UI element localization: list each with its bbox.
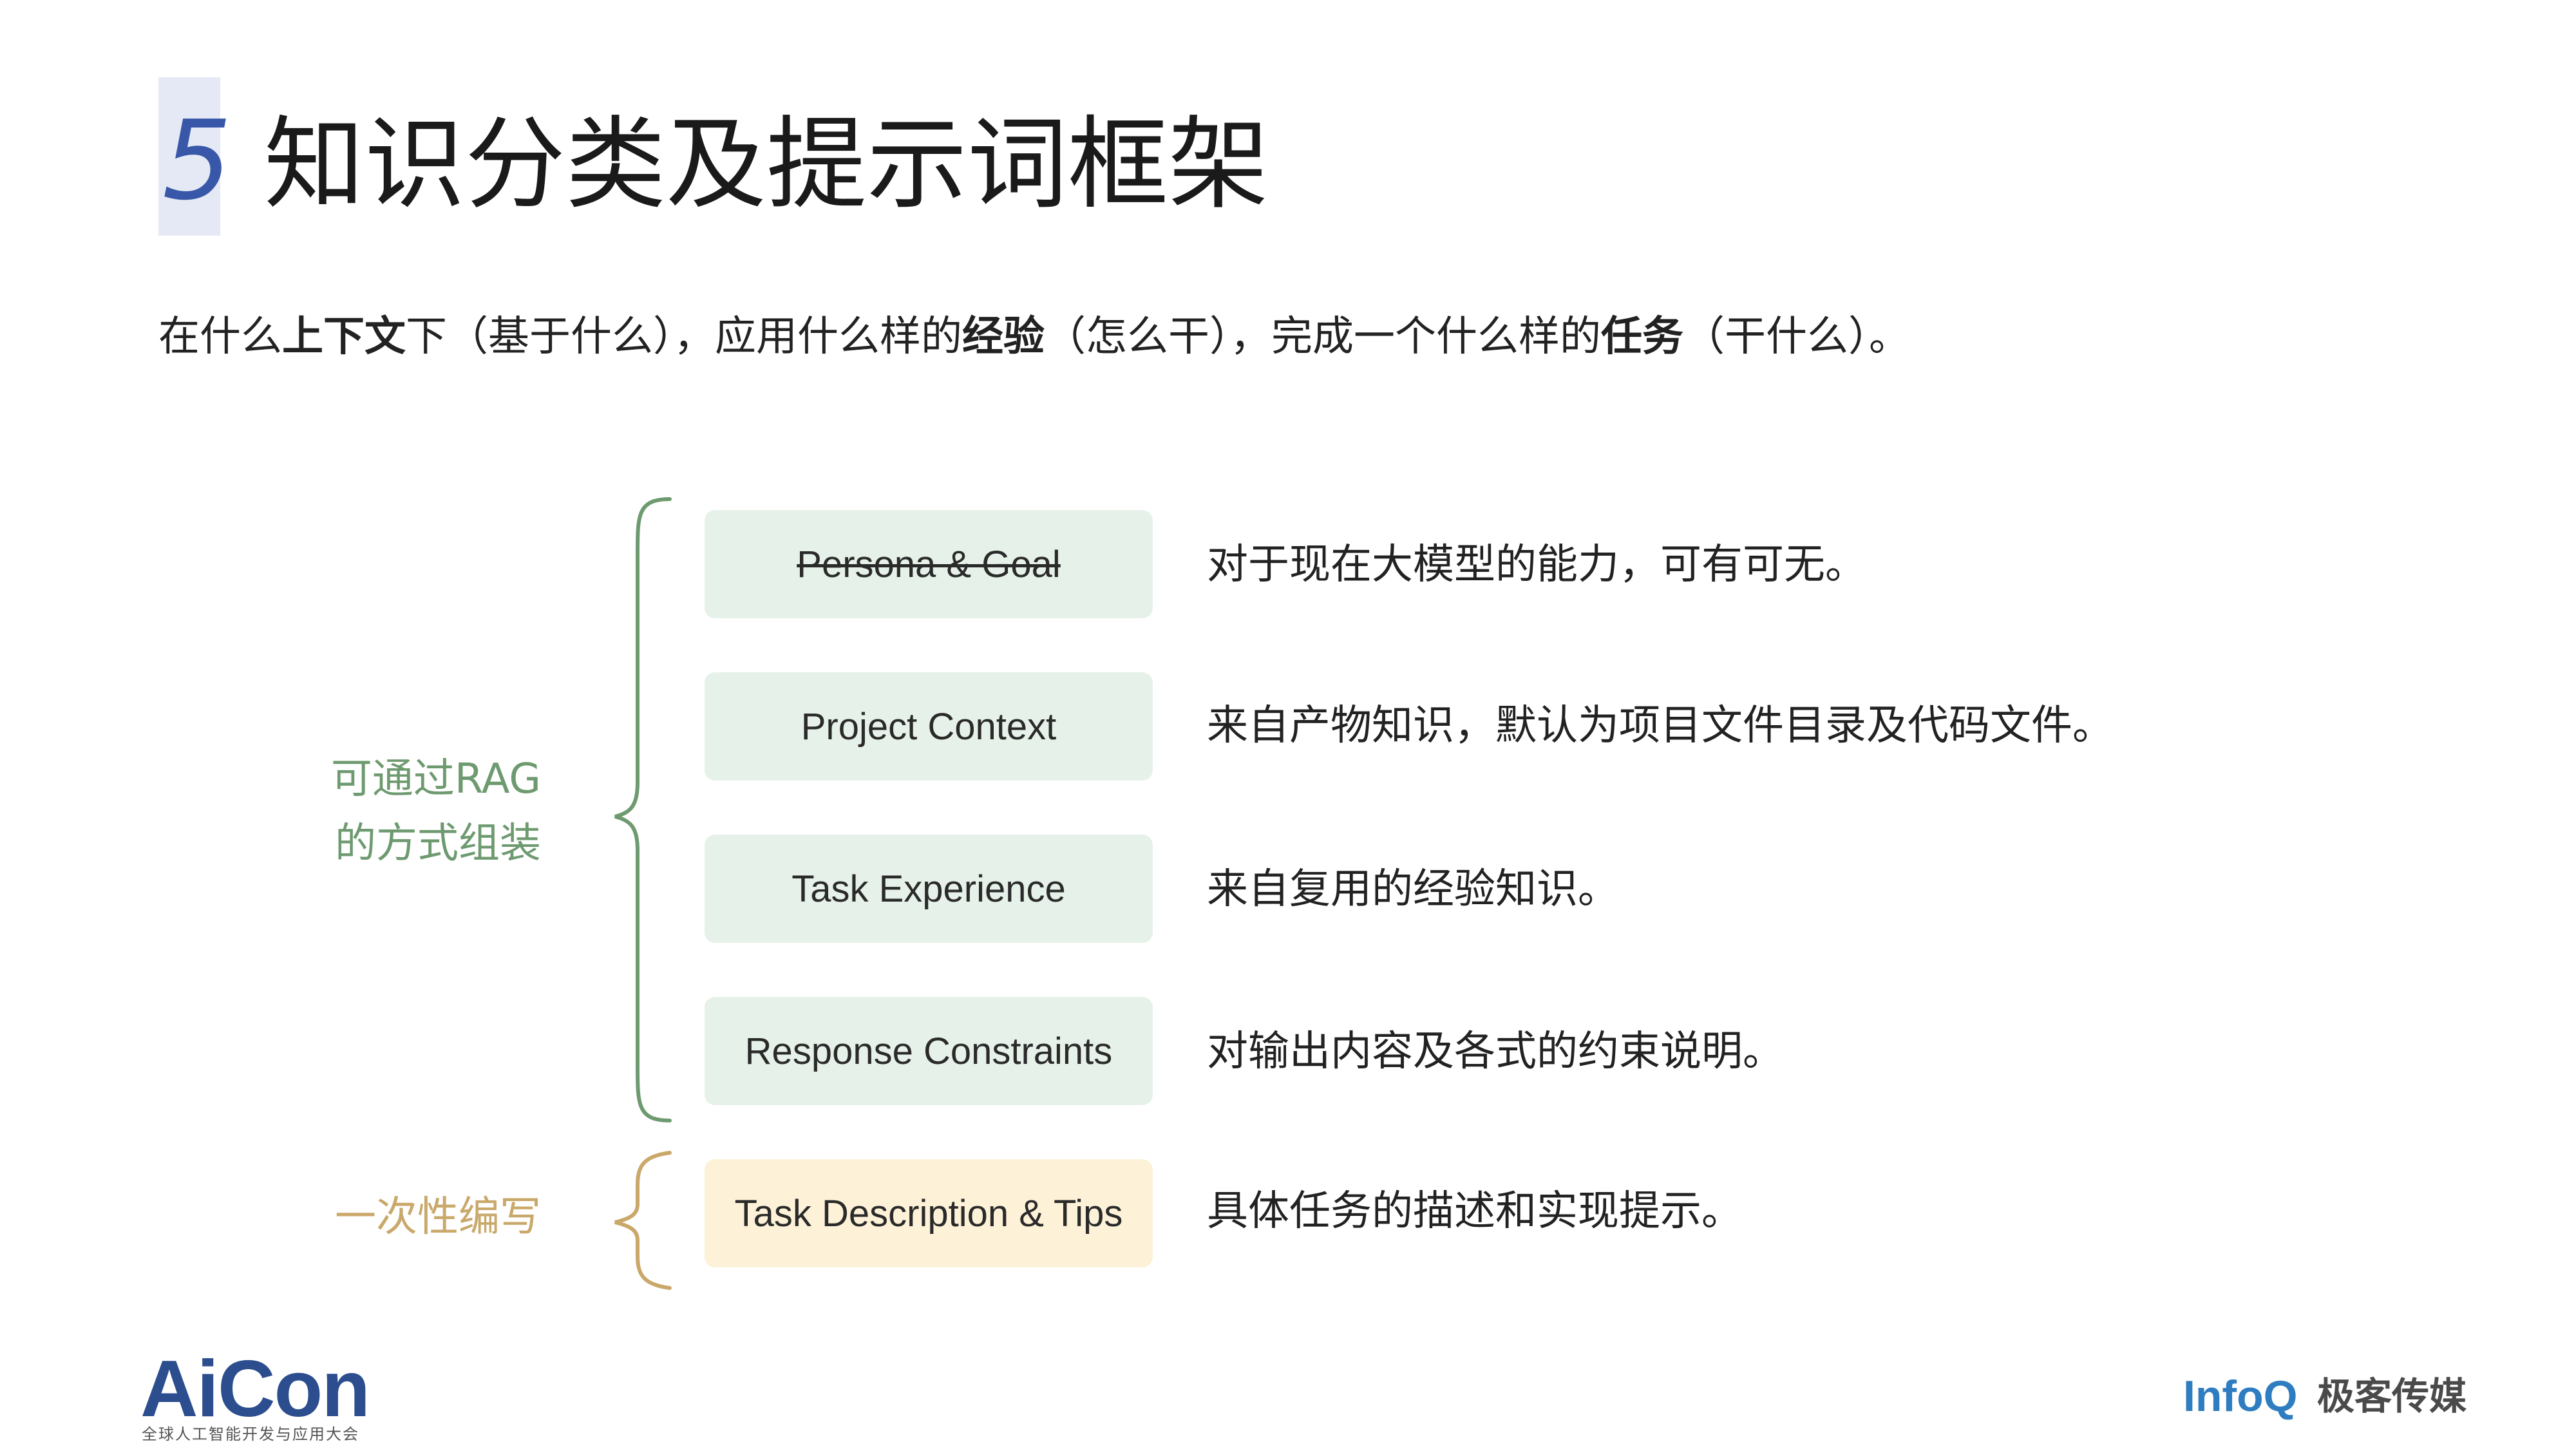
desc-persona-goal: 对于现在大模型的能力，可有可无。 [1207, 541, 1866, 589]
desc-response-constraints: 对输出内容及各式的约束说明。 [1207, 1028, 1784, 1075]
infoq-media-name: 极客传媒 [2317, 1374, 2467, 1418]
rag-group-brace [614, 497, 672, 1122]
section-number-background [158, 77, 220, 236]
box-label: Project Context [800, 705, 1057, 748]
summary-bold-task: 任务 [1601, 313, 1683, 361]
box-label: Task Description & Tips [734, 1192, 1123, 1235]
aicon-subtitle: 全球人工智能开发与应用大会 [142, 1425, 359, 1443]
box-response-constraints: Response Constraints [705, 997, 1153, 1105]
box-task-description: Task Description & Tips [705, 1159, 1153, 1267]
box-label: Task Experience [791, 867, 1066, 910]
summary-text-2: 下（基于什么），应用什么样的 [406, 313, 962, 361]
page-title: 知识分类及提示词框架 [264, 106, 1269, 223]
section-number: 5 [162, 97, 232, 225]
desc-task-experience: 来自复用的经验知识。 [1207, 866, 1619, 913]
infoq-logo: InfoQ [2183, 1372, 2298, 1421]
summary-bold-experience: 经验 [962, 313, 1045, 361]
rag-label-line-2: 的方式组装 [335, 820, 541, 867]
summary-text-1: 在什么 [158, 313, 282, 361]
aicon-logo: AiCon [140, 1345, 370, 1434]
box-label: Persona & Goal [797, 543, 1061, 585]
desc-task-description: 具体任务的描述和实现提示。 [1207, 1188, 1743, 1235]
summary-text-4: （干什么）。 [1683, 313, 1910, 361]
box-label: Response Constraints [744, 1030, 1113, 1072]
once-group-label: 一次性编写 [335, 1193, 541, 1241]
summary-text-3: （怎么干），完成一个什么样的 [1045, 313, 1601, 361]
rag-group-label: 可通过RAG 的方式组装 [303, 747, 541, 876]
rag-label-line-1: 可通过RAG [330, 755, 541, 803]
summary-bold-context: 上下文 [282, 313, 406, 361]
once-group-brace [614, 1151, 672, 1290]
box-task-experience: Task Experience [705, 835, 1153, 943]
box-project-context: Project Context [705, 672, 1153, 781]
framework-summary: 在什么上下文下（基于什么），应用什么样的经验（怎么干），完成一个什么样的任务（干… [158, 308, 1910, 366]
box-persona-goal: Persona & Goal [705, 510, 1153, 618]
desc-project-context: 来自产物知识，默认为项目文件目录及代码文件。 [1207, 702, 2114, 750]
